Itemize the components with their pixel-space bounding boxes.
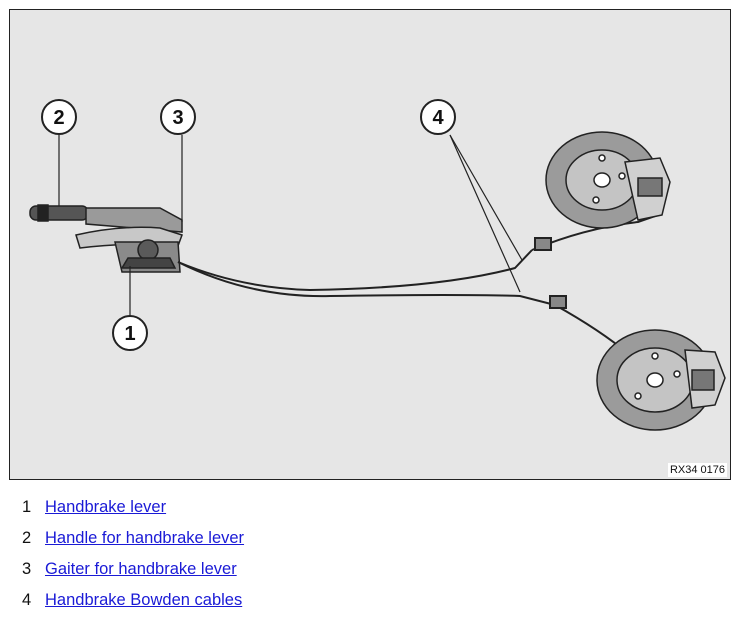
legend-link-bowden-cables[interactable]: Handbrake Bowden cables — [45, 591, 243, 609]
legend-link-gaiter[interactable]: Gaiter for handbrake lever — [45, 560, 237, 578]
legend-link-handle[interactable]: Handle for handbrake lever — [45, 529, 245, 547]
callout-1-label: 1 — [124, 323, 135, 345]
callout-3-label: 3 — [172, 107, 183, 129]
bowden-cables — [177, 214, 659, 371]
legend-item: 3 Gaiter for handbrake lever — [22, 560, 244, 591]
lower-brake-disc — [596, 329, 726, 431]
callout-1-circle — [112, 315, 148, 351]
callout-2-circle — [41, 99, 77, 135]
handbrake-illustration: 2 3 1 4 — [29, 99, 726, 431]
legend-number: 4 — [22, 591, 32, 609]
upper-brake-disc — [545, 131, 671, 229]
callout-4-label: 4 — [432, 107, 444, 129]
handbrake-assembly — [29, 204, 183, 273]
legend-list: 1 Handbrake lever 2 Handle for handbrake l… — [22, 498, 244, 622]
callout-2-label: 2 — [53, 107, 64, 129]
callout-3-circle — [160, 99, 196, 135]
figure-code: RX34 0176 — [667, 463, 727, 477]
legend-number: 2 — [22, 529, 32, 547]
legend-number: 3 — [22, 560, 32, 578]
callout-leaders — [58, 134, 523, 317]
legend-link-handbrake-lever[interactable]: Handbrake lever — [45, 498, 167, 516]
legend-item: 4 Handbrake Bowden cables — [22, 591, 244, 622]
handbrake-diagram: 2 3 1 4 RX34 0176 — [9, 9, 731, 480]
legend-item: 2 Handle for handbrake lever — [22, 529, 244, 560]
legend-item: 1 Handbrake lever — [22, 498, 244, 529]
legend-number: 1 — [22, 498, 32, 516]
callout-4-circle — [420, 99, 456, 135]
